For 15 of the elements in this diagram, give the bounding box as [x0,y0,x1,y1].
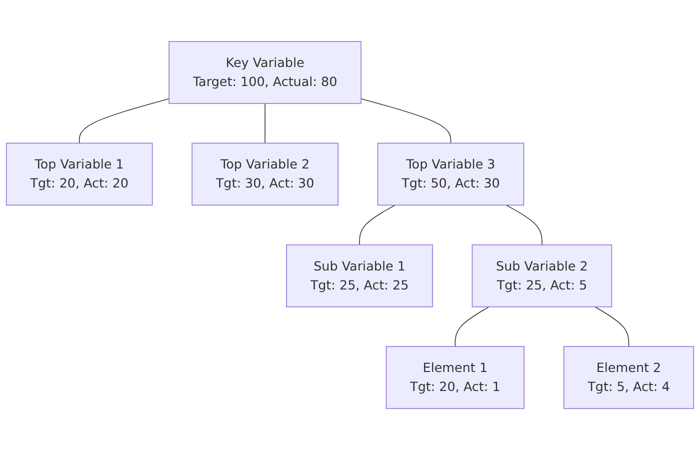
connector [454,306,490,347]
node-box: Top Variable 1 Tgt: 20, Act: 20 [6,142,153,206]
connector [360,98,452,144]
node-box: Top Variable 3 Tgt: 50, Act: 30 [377,142,524,206]
connector [78,98,170,144]
node-box: Element 2 Tgt: 5, Act: 4 [563,346,694,409]
node-box: Sub Variable 2 Tgt: 25, Act: 5 [472,244,612,308]
connector [594,306,630,347]
node-box: Element 1 Tgt: 20, Act: 1 [386,346,525,409]
node-box: Key Variable Target: 100, Actual: 80 [168,41,362,104]
node-box: Sub Variable 1 Tgt: 25, Act: 25 [286,244,433,308]
connector [506,204,542,246]
node-box: Top Variable 2 Tgt: 30, Act: 30 [192,142,338,206]
connector [359,204,396,246]
connector [264,103,266,144]
